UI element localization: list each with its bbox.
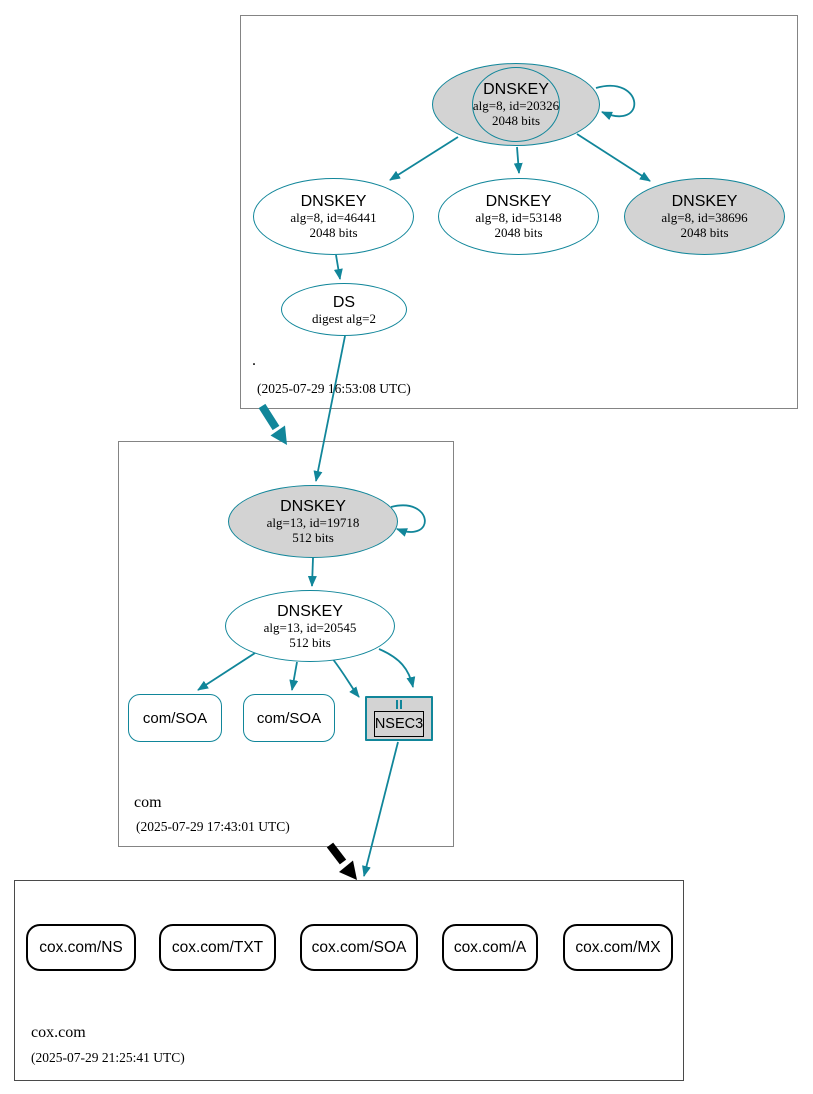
zone-name-com: com <box>134 794 162 811</box>
node-cox-mx[interactable]: cox.com/MX <box>563 924 673 971</box>
node-cox-txt[interactable]: cox.com/TXT <box>159 924 276 971</box>
nsec3-cell <box>400 700 402 709</box>
node-title: DS <box>332 293 356 311</box>
node-bits: 512 bits <box>292 530 334 545</box>
node-root-ksk-dnskey[interactable]: DNSKEY alg=8, id=20326 2048 bits <box>432 63 600 146</box>
rrset-label: com/SOA <box>256 709 322 727</box>
node-attr: alg=8, id=38696 <box>661 210 748 225</box>
edge-root-ksk-to-38696 <box>576 133 651 182</box>
node-cox-a[interactable]: cox.com/A <box>442 924 538 971</box>
edge-46441-to-ds <box>333 254 343 280</box>
node-root-ds[interactable]: DS digest alg=2 <box>281 283 407 336</box>
rrset-label: cox.com/NS <box>39 938 123 956</box>
edge-nsec3-to-cox <box>362 741 399 877</box>
node-com-zsk-dnskey[interactable]: DNSKEY alg=13, id=20545 512 bits <box>225 590 395 662</box>
zone-box-cox <box>14 880 684 1081</box>
node-root-ksk-inner: DNSKEY alg=8, id=20326 2048 bits <box>471 67 561 142</box>
delegation-arrow-root-to-com <box>258 403 287 445</box>
edge-com-zsk-to-nsec3-right <box>378 648 416 688</box>
node-bits: 512 bits <box>289 634 331 650</box>
node-attr: digest alg=2 <box>311 310 377 326</box>
zone-name-root: . <box>252 352 256 369</box>
nsec3-header-cells <box>396 700 402 709</box>
node-com-nsec3[interactable]: NSEC3 <box>365 696 433 741</box>
node-bits: 2048 bits <box>494 225 543 240</box>
node-attr: alg=8, id=53148 <box>475 210 562 225</box>
nsec3-cell <box>396 700 398 709</box>
node-root-dnskey-38696[interactable]: DNSKEY alg=8, id=38696 2048 bits <box>624 178 785 255</box>
node-com-soa-2[interactable]: com/SOA <box>243 694 335 742</box>
node-bits: 2048 bits <box>491 113 541 128</box>
node-attr: alg=8, id=20326 <box>472 98 560 113</box>
node-cox-ns[interactable]: cox.com/NS <box>26 924 136 971</box>
edge-ds-to-com-ksk <box>313 335 346 482</box>
node-attr: alg=13, id=19718 <box>266 515 360 530</box>
edge-root-ksk-selfloop <box>595 85 636 121</box>
nsec3-label: NSEC3 <box>373 711 425 737</box>
node-title: DNSKEY <box>277 602 343 620</box>
rrset-label: cox.com/A <box>453 938 527 956</box>
node-bits: 2048 bits <box>680 225 729 240</box>
edge-root-ksk-to-53148 <box>513 146 523 174</box>
node-title: DNSKEY <box>671 193 738 210</box>
edge-com-zsk-to-soa2 <box>289 661 299 691</box>
rrset-label: com/SOA <box>142 709 208 727</box>
node-bits: 2048 bits <box>309 225 358 240</box>
node-title: DNSKEY <box>300 193 367 210</box>
edge-root-ksk-to-46441 <box>389 136 459 181</box>
rrset-label: cox.com/TXT <box>171 938 264 956</box>
edge-com-zsk-to-nsec3-left <box>331 657 360 698</box>
edge-com-ksk-selfloop <box>390 504 426 537</box>
node-com-ksk-dnskey[interactable]: DNSKEY alg=13, id=19718 512 bits <box>228 485 398 558</box>
node-title: DNSKEY <box>485 193 552 210</box>
edge-com-zsk-to-soa1 <box>197 652 256 691</box>
node-title: DNSKEY <box>483 81 549 98</box>
node-attr: alg=8, id=46441 <box>290 210 377 225</box>
zone-name-cox: cox.com <box>31 1024 86 1041</box>
node-com-soa-1[interactable]: com/SOA <box>128 694 222 742</box>
node-attr: alg=13, id=20545 <box>263 619 357 635</box>
rrset-label: cox.com/MX <box>575 938 661 956</box>
node-cox-soa[interactable]: cox.com/SOA <box>300 924 418 971</box>
rrset-label: cox.com/SOA <box>311 938 407 956</box>
node-root-dnskey-46441[interactable]: DNSKEY alg=8, id=46441 2048 bits <box>253 178 414 255</box>
edge-com-ksk-to-zsk <box>307 557 317 587</box>
delegation-arrow-com-to-cox <box>326 842 357 880</box>
node-title: DNSKEY <box>280 498 346 515</box>
zone-timestamp-cox: (2025-07-29 21:25:41 UTC) <box>31 1050 185 1065</box>
node-root-dnskey-53148[interactable]: DNSKEY alg=8, id=53148 2048 bits <box>438 178 599 255</box>
zone-timestamp-com: (2025-07-29 17:43:01 UTC) <box>136 819 290 834</box>
